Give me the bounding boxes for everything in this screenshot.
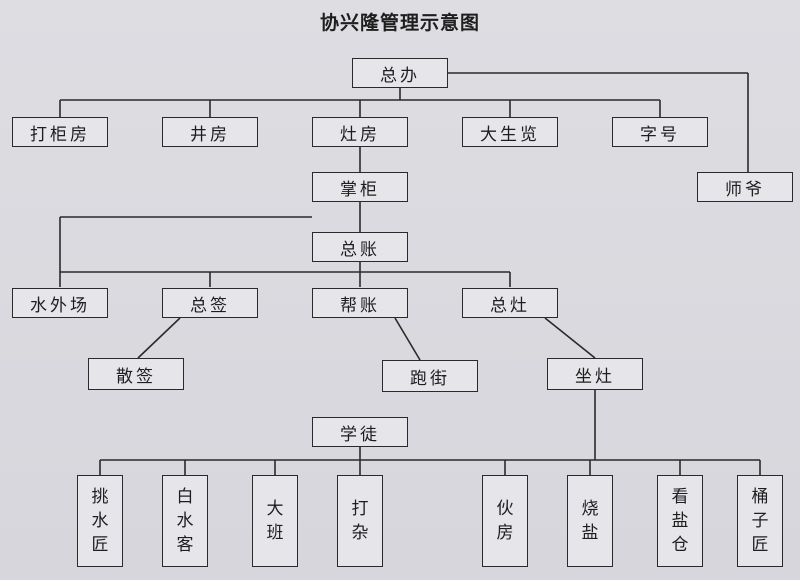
node-zuozao-label: 坐灶 (575, 366, 615, 387)
node-huofang-label: 伙房 (496, 499, 514, 543)
node-paojie: 跑街 (382, 360, 478, 392)
node-jingfang-label: 井房 (190, 124, 230, 145)
node-zongqian-label: 总签 (190, 295, 230, 316)
node-shuiwaichang: 水外场 (12, 288, 108, 318)
node-jingfang: 井房 (162, 117, 258, 147)
node-zongban: 总办 (352, 58, 448, 88)
node-zhanggui: 掌柜 (312, 172, 408, 202)
node-tiaoshuijiang: 挑水匠 (77, 475, 123, 567)
node-zongban-label: 总办 (380, 65, 420, 86)
node-daza: 打杂 (337, 475, 383, 567)
node-xuetu-label: 学徒 (340, 424, 380, 445)
node-shiye-label: 师爷 (725, 179, 765, 200)
node-zongzao-label: 总灶 (490, 295, 530, 316)
node-bangzhang: 帮账 (312, 288, 408, 318)
node-xuetu: 学徒 (312, 417, 408, 447)
node-zuozao: 坐灶 (547, 358, 643, 390)
node-baishuike: 白水客 (162, 475, 208, 567)
node-baishuike-label: 白水客 (176, 487, 194, 555)
node-kanyancang-label: 看盐仓 (671, 487, 689, 555)
node-huofang: 伙房 (482, 475, 528, 567)
node-shiye: 师爷 (697, 172, 793, 202)
node-zihao-label: 字号 (640, 124, 680, 145)
node-shuiwaichang-label: 水外场 (30, 295, 90, 316)
node-daguifang-label: 打柜房 (30, 124, 90, 145)
node-shaoyan: 烧盐 (567, 475, 613, 567)
node-bangzhang-label: 帮账 (340, 295, 380, 316)
node-paojie-label: 跑街 (410, 368, 450, 389)
node-kanyancang: 看盐仓 (657, 475, 703, 567)
node-tongzijiang: 桶子匠 (737, 475, 783, 567)
node-zongzhang-label: 总账 (340, 239, 380, 260)
node-dashenglan: 大生览 (462, 117, 558, 147)
node-zongqian: 总签 (162, 288, 258, 318)
node-tongzijiang-label: 桶子匠 (751, 487, 769, 555)
node-zihao: 字号 (612, 117, 708, 147)
diagram-title: 协兴隆管理示意图 (319, 12, 480, 34)
node-daban: 大班 (252, 475, 298, 567)
node-dashenglan-label: 大生览 (480, 124, 540, 145)
node-zongzhang: 总账 (312, 232, 408, 262)
node-daza-label: 打杂 (351, 499, 369, 543)
node-zongzao: 总灶 (462, 288, 558, 318)
node-zhanggui-label: 掌柜 (340, 179, 380, 200)
node-sanqian: 散签 (88, 358, 184, 390)
node-zaofang: 灶房 (312, 117, 408, 147)
node-shaoyan-label: 烧盐 (581, 499, 599, 543)
node-tiaoshuijiang-label: 挑水匠 (91, 487, 109, 555)
node-zaofang-label: 灶房 (340, 124, 380, 145)
node-daguifang: 打柜房 (12, 117, 108, 147)
node-sanqian-label: 散签 (116, 366, 156, 387)
node-daban-label: 大班 (266, 499, 284, 543)
